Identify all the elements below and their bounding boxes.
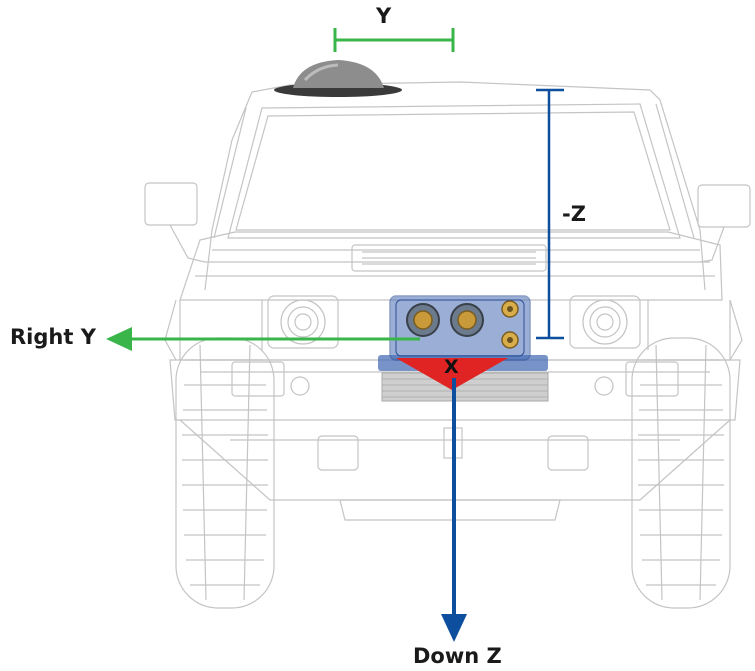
- right-y-arrow: [106, 327, 420, 351]
- neg-z-label: -Z: [562, 202, 586, 226]
- antenna-dome: [274, 60, 402, 97]
- imu-device: [378, 295, 549, 402]
- y-dimension-label: Y: [376, 4, 392, 28]
- neg-z-dimension-marker: [536, 88, 564, 340]
- down-z-label: Down Z: [413, 644, 502, 668]
- right-y-label: Right Y: [10, 325, 96, 349]
- x-axis-label: X: [444, 356, 459, 378]
- y-dimension-marker: [333, 28, 455, 52]
- down-z-arrow: [441, 378, 467, 642]
- x-arrow: [396, 358, 508, 390]
